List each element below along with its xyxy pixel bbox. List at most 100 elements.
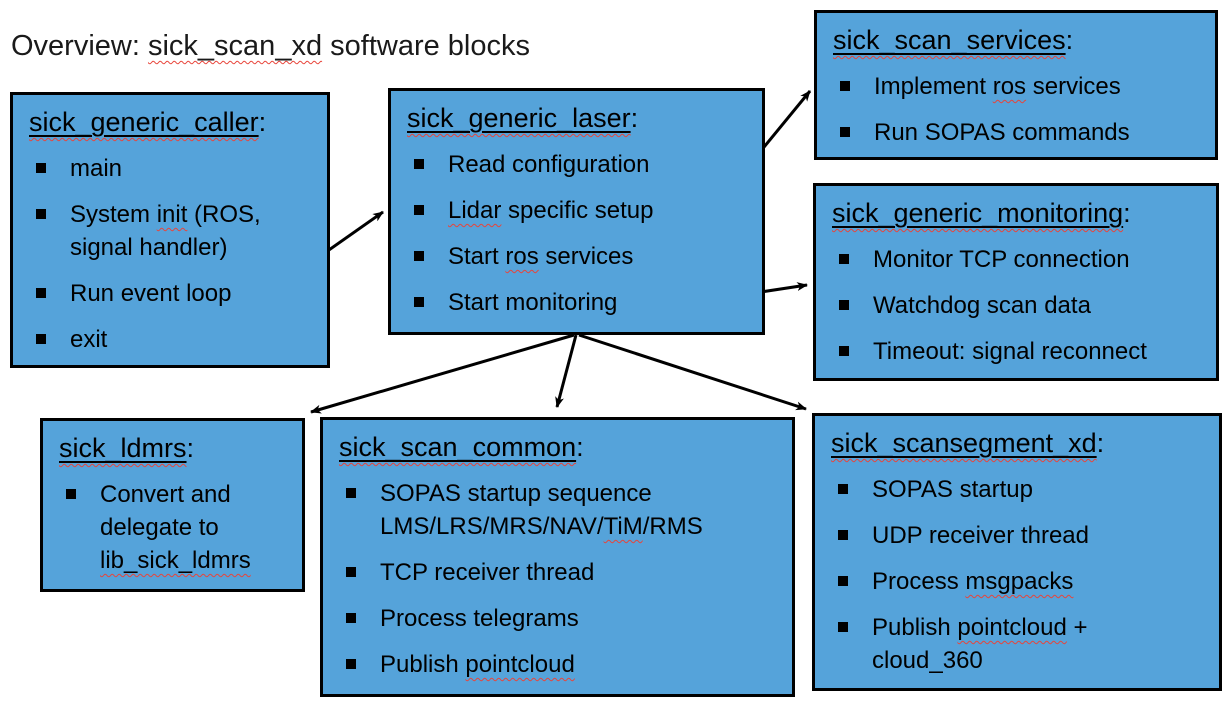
heading-colon: : bbox=[186, 433, 195, 463]
block-sick-generic-monitoring: sick_generic_monitoring: Monitor TCP conn… bbox=[813, 183, 1219, 381]
heading-colon: : bbox=[1096, 428, 1105, 458]
block-heading-sick-generic-laser: sick_generic_laser: bbox=[407, 101, 746, 135]
text-segment: software blocks bbox=[322, 30, 530, 62]
heading-colon: : bbox=[258, 107, 267, 137]
bullet-text: exit bbox=[70, 326, 107, 353]
text-segment: main bbox=[70, 155, 123, 182]
bullet-text: Start ros services bbox=[448, 243, 633, 270]
misspelled-word: sick_scansegment_xd bbox=[831, 428, 1097, 458]
bullet-item: Publish pointcloud + cloud_360 bbox=[831, 611, 1203, 677]
bullet-item: main bbox=[29, 152, 311, 185]
bullet-square-icon bbox=[838, 576, 848, 586]
text-segment: Process bbox=[872, 568, 966, 595]
bullet-item: Timeout: signal reconnect bbox=[832, 335, 1200, 368]
bullet-square-icon bbox=[346, 488, 356, 498]
misspelled-word: sick_ldmrs bbox=[59, 433, 187, 463]
bullet-square-icon bbox=[36, 163, 46, 173]
block-title-underlined: sick_scansegment_xd bbox=[831, 428, 1097, 458]
text-segment: UDP receiver thread bbox=[872, 522, 1089, 549]
bullet-item: Read configuration bbox=[407, 148, 746, 181]
misspelled-word: pointcloud bbox=[957, 614, 1067, 641]
bullet-item: UDP receiver thread bbox=[831, 519, 1203, 552]
heading-colon: : bbox=[1123, 198, 1131, 228]
text-segment: + bbox=[1066, 614, 1088, 641]
text-segment: LMS/LRS/MRS/NAV/ bbox=[380, 513, 604, 540]
block-heading-sick-generic-caller: sick_generic_caller: bbox=[29, 105, 311, 139]
block-title-underlined: sick_ldmrs bbox=[59, 433, 187, 463]
bullet-square-icon bbox=[414, 159, 424, 169]
bullet-text: UDP receiver thread bbox=[872, 522, 1089, 549]
bullet-text: Run event loop bbox=[70, 280, 231, 307]
bullet-item: Monitor TCP connection bbox=[832, 243, 1200, 276]
text-segment: Monitor TCP connection bbox=[873, 246, 1130, 273]
bullet-item: Process telegrams bbox=[339, 602, 776, 635]
bullet-text: Timeout: signal reconnect bbox=[873, 338, 1147, 365]
text-segment: SOPAS startup sequence bbox=[380, 480, 652, 507]
text-segment: Timeout: signal reconnect bbox=[873, 338, 1147, 365]
misspelled-word: ros bbox=[505, 243, 539, 270]
bullet-text: Read configuration bbox=[448, 151, 649, 178]
misspelled-word: sick_generic_caller bbox=[29, 107, 259, 137]
bullet-square-icon bbox=[840, 127, 850, 137]
block-heading-sick-scan-common: sick_scan_common: bbox=[339, 430, 776, 464]
bullet-item: Publish pointcloud bbox=[339, 648, 776, 681]
page-title: Overview: sick_scan_xd software blocks bbox=[11, 27, 530, 65]
heading-colon: : bbox=[1065, 25, 1074, 55]
text-segment: Publish bbox=[380, 651, 466, 678]
bullet-square-icon bbox=[66, 489, 76, 499]
block-heading-sick-scansegment-xd: sick_scansegment_xd: bbox=[831, 426, 1203, 460]
misspelled-word: sick_scan_common bbox=[339, 432, 577, 462]
text-segment: Watchdog scan data bbox=[873, 292, 1091, 319]
bullet-square-icon bbox=[346, 567, 356, 577]
misspelled-word: msgpacks bbox=[965, 568, 1074, 595]
text-segment: cloud_360 bbox=[872, 647, 983, 674]
bullet-item: Implement ros services bbox=[833, 70, 1199, 103]
text-segment: System bbox=[70, 201, 157, 228]
text-segment: exit bbox=[70, 326, 108, 353]
misspelled-word: pointcloud bbox=[465, 651, 575, 678]
text-segment: Implement bbox=[874, 73, 993, 100]
block-heading-sick-ldmrs: sick_ldmrs: bbox=[59, 431, 286, 465]
bullet-text: Run SOPAS commands bbox=[874, 119, 1130, 146]
arrow-laser-to-scansegment bbox=[578, 333, 807, 411]
text-segment: Process telegrams bbox=[380, 605, 579, 632]
bullet-square-icon bbox=[346, 613, 356, 623]
text-segment: Start monitoring bbox=[448, 289, 618, 316]
bullet-square-icon bbox=[36, 288, 46, 298]
text-segment: services bbox=[1026, 73, 1121, 100]
block-title-underlined: sick_scan_common bbox=[339, 432, 576, 462]
misspelled-word: lib_sick_ldmrs bbox=[100, 547, 251, 574]
block-title-underlined: sick_generic_laser bbox=[407, 103, 631, 133]
bullet-square-icon bbox=[346, 659, 356, 669]
block-title-underlined: sick_scan_services bbox=[833, 25, 1066, 55]
bullet-square-icon bbox=[414, 297, 424, 307]
bullet-square-icon bbox=[839, 346, 849, 356]
misspelled-word: sick_generic_monitoring bbox=[832, 198, 1124, 228]
text-segment: Overview: bbox=[11, 30, 148, 62]
bullet-item: exit bbox=[29, 323, 311, 356]
heading-colon: : bbox=[576, 432, 584, 462]
misspelled-word: TiM bbox=[603, 513, 643, 540]
bullet-square-icon bbox=[838, 622, 848, 632]
bullet-square-icon bbox=[414, 205, 424, 215]
bullet-square-icon bbox=[838, 530, 848, 540]
text-segment: TCP receiver thread bbox=[380, 559, 595, 586]
bullet-item: Start monitoring bbox=[407, 286, 746, 319]
bullet-item: Start ros services bbox=[407, 240, 746, 273]
text-segment: Publish bbox=[872, 614, 958, 641]
bullet-text: Start monitoring bbox=[448, 289, 617, 316]
bullet-square-icon bbox=[840, 81, 850, 91]
bullet-text: Implement ros services bbox=[874, 73, 1121, 100]
bullet-text: Publish pointcloud bbox=[380, 651, 575, 678]
bullet-item: Watchdog scan data bbox=[832, 289, 1200, 322]
text-segment: /RMS bbox=[642, 513, 703, 540]
block-title-underlined: sick_generic_monitoring bbox=[832, 198, 1123, 228]
arrow-laser-to-common bbox=[555, 334, 578, 408]
